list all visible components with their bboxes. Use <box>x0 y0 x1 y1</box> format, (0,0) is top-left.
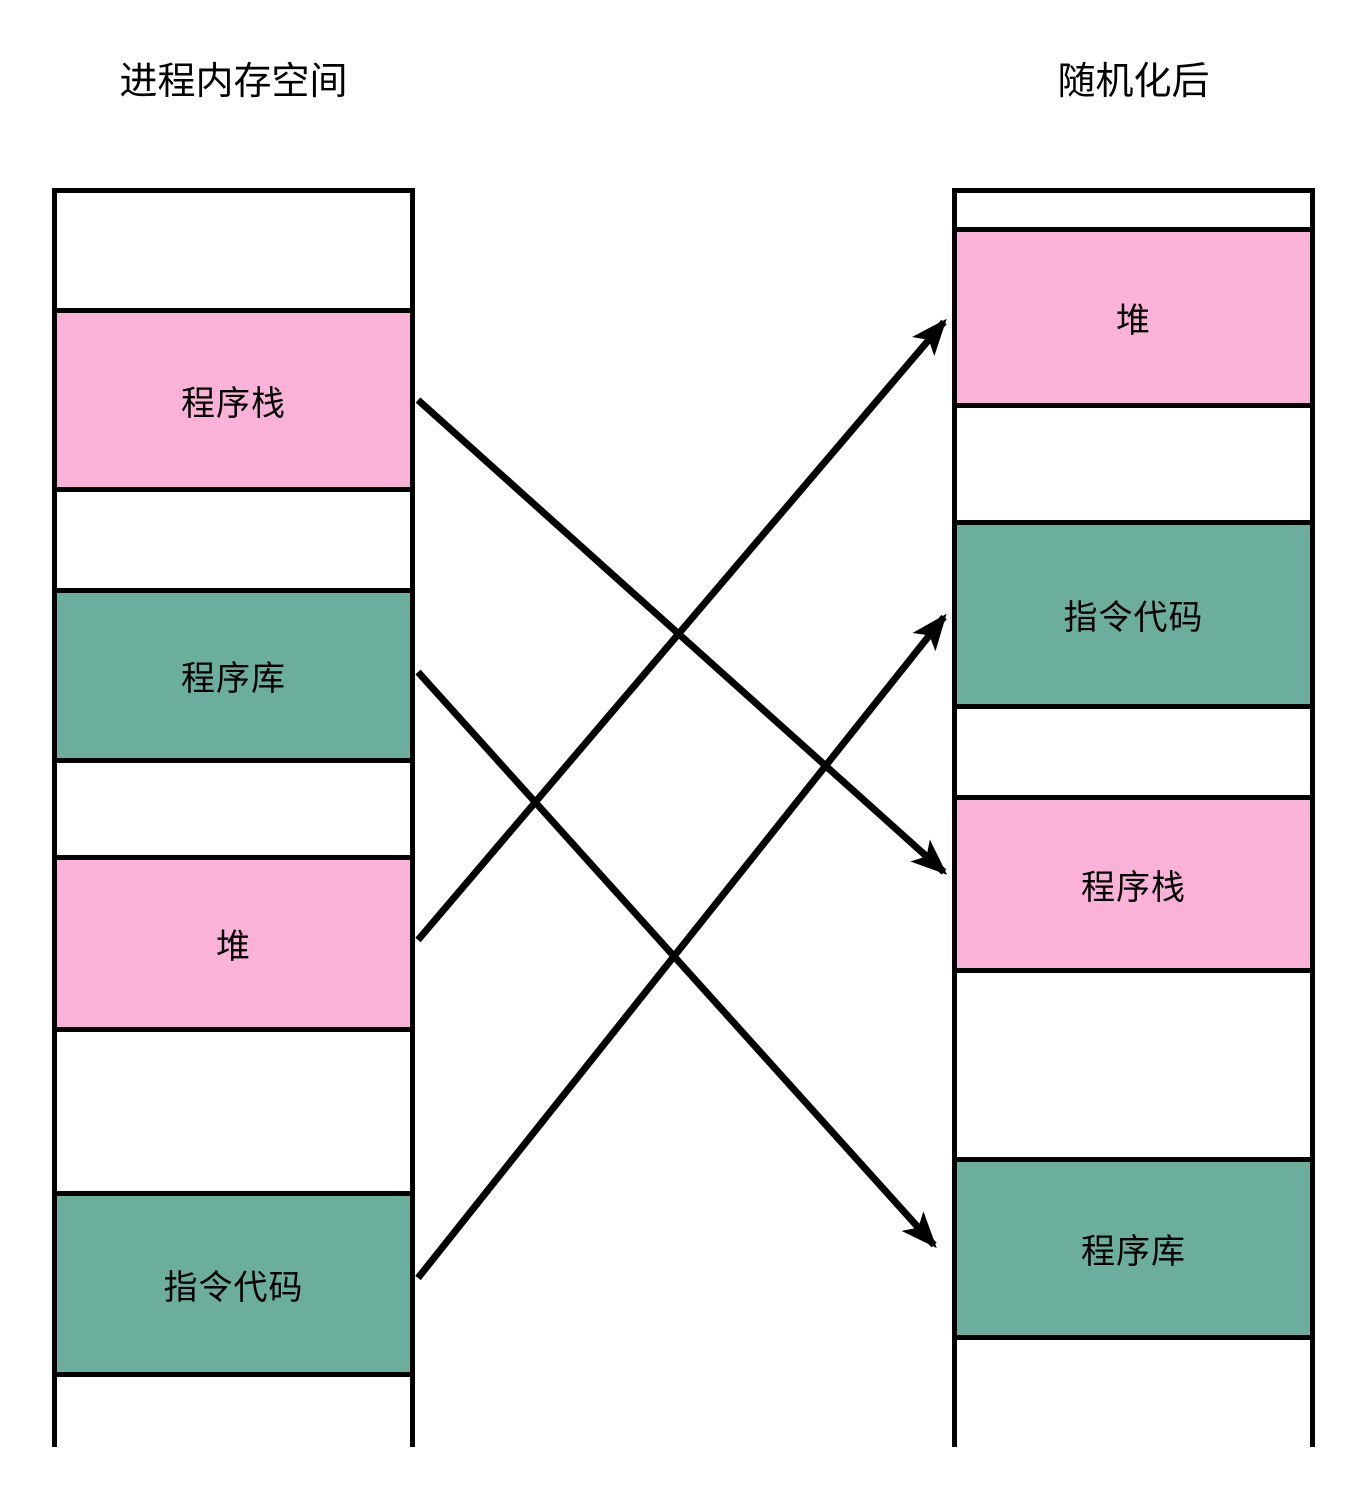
left-column-title: 进程内存空间 <box>119 61 348 103</box>
right-memory-free-space <box>957 709 1310 795</box>
right-column-title: 随机化后 <box>1057 61 1210 103</box>
mapping-arrow-heap <box>415 318 947 943</box>
left-memory-segment-label: 程序库 <box>181 660 286 698</box>
randomized-memory-space-column: 堆指令代码程序栈程序库 <box>952 188 1315 1452</box>
left-memory-segment: 指令代码 <box>57 1191 410 1377</box>
right-memory-free-space <box>957 973 1310 1157</box>
right-memory-free-space <box>957 1340 1310 1452</box>
process-memory-space-column: 程序栈程序库堆指令代码 <box>52 188 415 1452</box>
left-memory-segment-label: 堆 <box>216 928 251 966</box>
mapping-arrow-code <box>415 613 947 1281</box>
left-memory-segment: 程序库 <box>57 588 410 763</box>
left-memory-free-space <box>57 193 410 308</box>
right-memory-segment-label: 指令代码 <box>1063 599 1204 637</box>
right-memory-free-space <box>957 193 1310 227</box>
left-memory-free-space <box>57 1032 410 1191</box>
mapping-arrow-library <box>415 669 937 1249</box>
left-memory-segment: 程序栈 <box>57 308 410 492</box>
left-memory-free-space <box>57 492 410 588</box>
right-memory-segment: 堆 <box>957 227 1310 408</box>
right-memory-segment: 程序库 <box>957 1157 1310 1340</box>
left-memory-free-space <box>57 763 410 855</box>
right-memory-free-space <box>957 408 1310 520</box>
left-memory-segment-label: 指令代码 <box>163 1268 304 1307</box>
left-memory-segment: 堆 <box>57 855 410 1032</box>
right-memory-segment-label: 程序栈 <box>1081 868 1186 907</box>
mapping-arrow-stack <box>415 397 948 875</box>
right-memory-segment: 指令代码 <box>957 520 1310 709</box>
left-memory-segment-label: 程序栈 <box>181 384 286 423</box>
right-memory-segment-label: 堆 <box>1116 302 1151 340</box>
right-memory-segment-label: 程序库 <box>1081 1233 1186 1271</box>
left-memory-free-space <box>57 1377 410 1452</box>
right-memory-segment: 程序栈 <box>957 795 1310 973</box>
